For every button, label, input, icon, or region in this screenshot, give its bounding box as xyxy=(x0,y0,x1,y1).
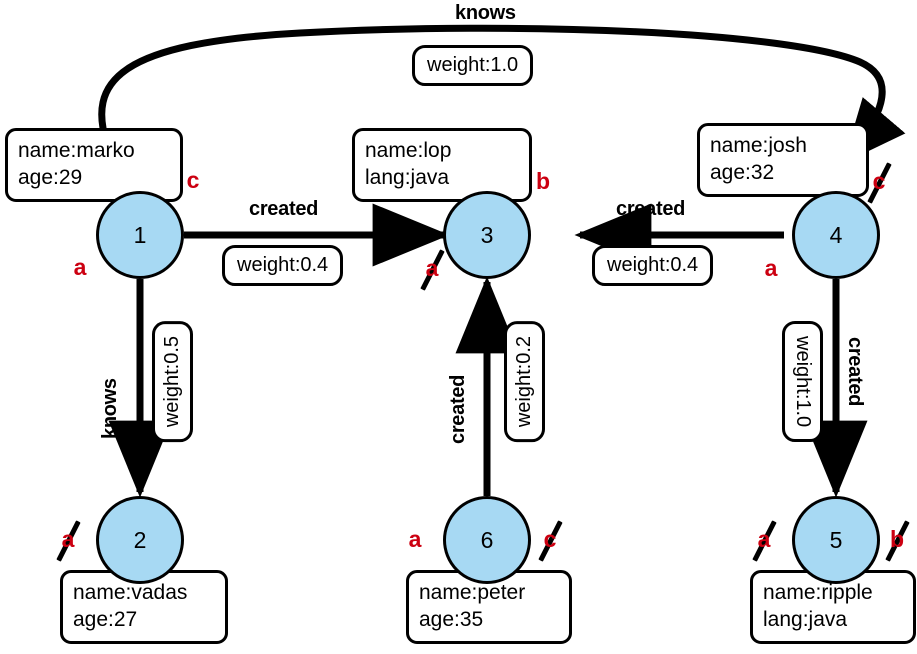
marker-letter: a xyxy=(764,254,778,281)
marker-letter: a xyxy=(757,525,771,552)
vertex-id-label: 5 xyxy=(829,526,843,553)
property-line: lang:java xyxy=(763,608,848,632)
vertex-5[interactable]: 5 xyxy=(792,496,880,584)
marker-letter: a xyxy=(73,253,87,280)
marker-letter: a xyxy=(61,525,75,552)
weight-pill-knows-1-2: weight:0.5 xyxy=(152,321,193,443)
vertex-1[interactable]: 1 xyxy=(96,191,184,279)
marker-letter: b xyxy=(889,525,905,552)
vertex-id-label: 6 xyxy=(480,526,494,553)
edge-label-created-1-3: created xyxy=(249,198,319,220)
marker-letter: c xyxy=(186,166,200,193)
marker-vertex-3-a-struck: a xyxy=(419,249,445,291)
marker-vertex-6-c-struck: c xyxy=(537,520,563,562)
weight-pill-created-6-3: weight:0.2 xyxy=(504,321,545,443)
marker-vertex-4-a: a xyxy=(758,253,784,283)
edge-label-knows-1-2: knows xyxy=(99,378,121,439)
property-box-vertex-1: name:marko age:29 xyxy=(5,128,183,202)
property-box-vertex-3: name:lop lang:java xyxy=(352,128,532,202)
marker-letter: a xyxy=(408,525,422,552)
marker-vertex-2-a-struck: a xyxy=(55,520,81,562)
edge-label-created-4-3: created xyxy=(616,198,686,220)
property-line: age:27 xyxy=(73,608,138,632)
property-box-vertex-4: name:josh age:32 xyxy=(697,123,869,197)
weight-pill-created-4-3: weight:0.4 xyxy=(592,245,714,286)
vertex-id-label: 4 xyxy=(829,221,843,248)
marker-vertex-1-c: c xyxy=(180,165,206,195)
property-line: name:josh xyxy=(710,134,807,157)
property-box-vertex-2: name:vadas age:27 xyxy=(60,570,228,644)
weight-pill-knows-1-4: weight:1.0 xyxy=(412,45,534,86)
property-line: name:marko xyxy=(18,139,135,162)
marker-vertex-5-b-struck: b xyxy=(884,520,910,562)
edge-label-created-4-5: created xyxy=(844,337,866,407)
marker-vertex-4-c-struck: c xyxy=(866,162,892,204)
property-line: name:ripple xyxy=(763,581,873,604)
vertex-3[interactable]: 3 xyxy=(443,191,531,279)
weight-pill-created-1-3: weight:0.4 xyxy=(222,245,344,286)
property-line: age:29 xyxy=(18,166,83,190)
marker-letter: c xyxy=(543,525,557,552)
property-line: name:peter xyxy=(419,581,526,604)
edge-knows-1-4 xyxy=(98,24,906,164)
marker-vertex-5-a-struck: a xyxy=(751,520,777,562)
vertex-id-label: 1 xyxy=(133,221,147,248)
vertex-4[interactable]: 4 xyxy=(792,191,880,279)
vertex-id-label: 2 xyxy=(133,526,147,553)
marker-vertex-6-a: a xyxy=(402,524,428,554)
vertex-2[interactable]: 2 xyxy=(96,496,184,584)
weight-pill-created-4-5: weight:1.0 xyxy=(782,321,823,443)
property-line: name:lop xyxy=(365,139,452,162)
edge-label-created-6-3: created xyxy=(447,374,469,444)
property-line: name:vadas xyxy=(73,581,188,604)
property-line: lang:java xyxy=(365,166,450,190)
marker-letter: b xyxy=(535,167,551,194)
marker-vertex-1-a: a xyxy=(67,252,93,282)
vertex-id-label: 3 xyxy=(480,221,494,248)
marker-vertex-3-b: b xyxy=(530,166,556,196)
marker-letter: a xyxy=(425,254,439,281)
vertex-6[interactable]: 6 xyxy=(443,496,531,584)
marker-letter: c xyxy=(872,167,886,194)
property-line: age:32 xyxy=(710,161,775,185)
edge-label-knows-1-4: knows xyxy=(455,2,516,24)
property-line: age:35 xyxy=(419,608,484,632)
